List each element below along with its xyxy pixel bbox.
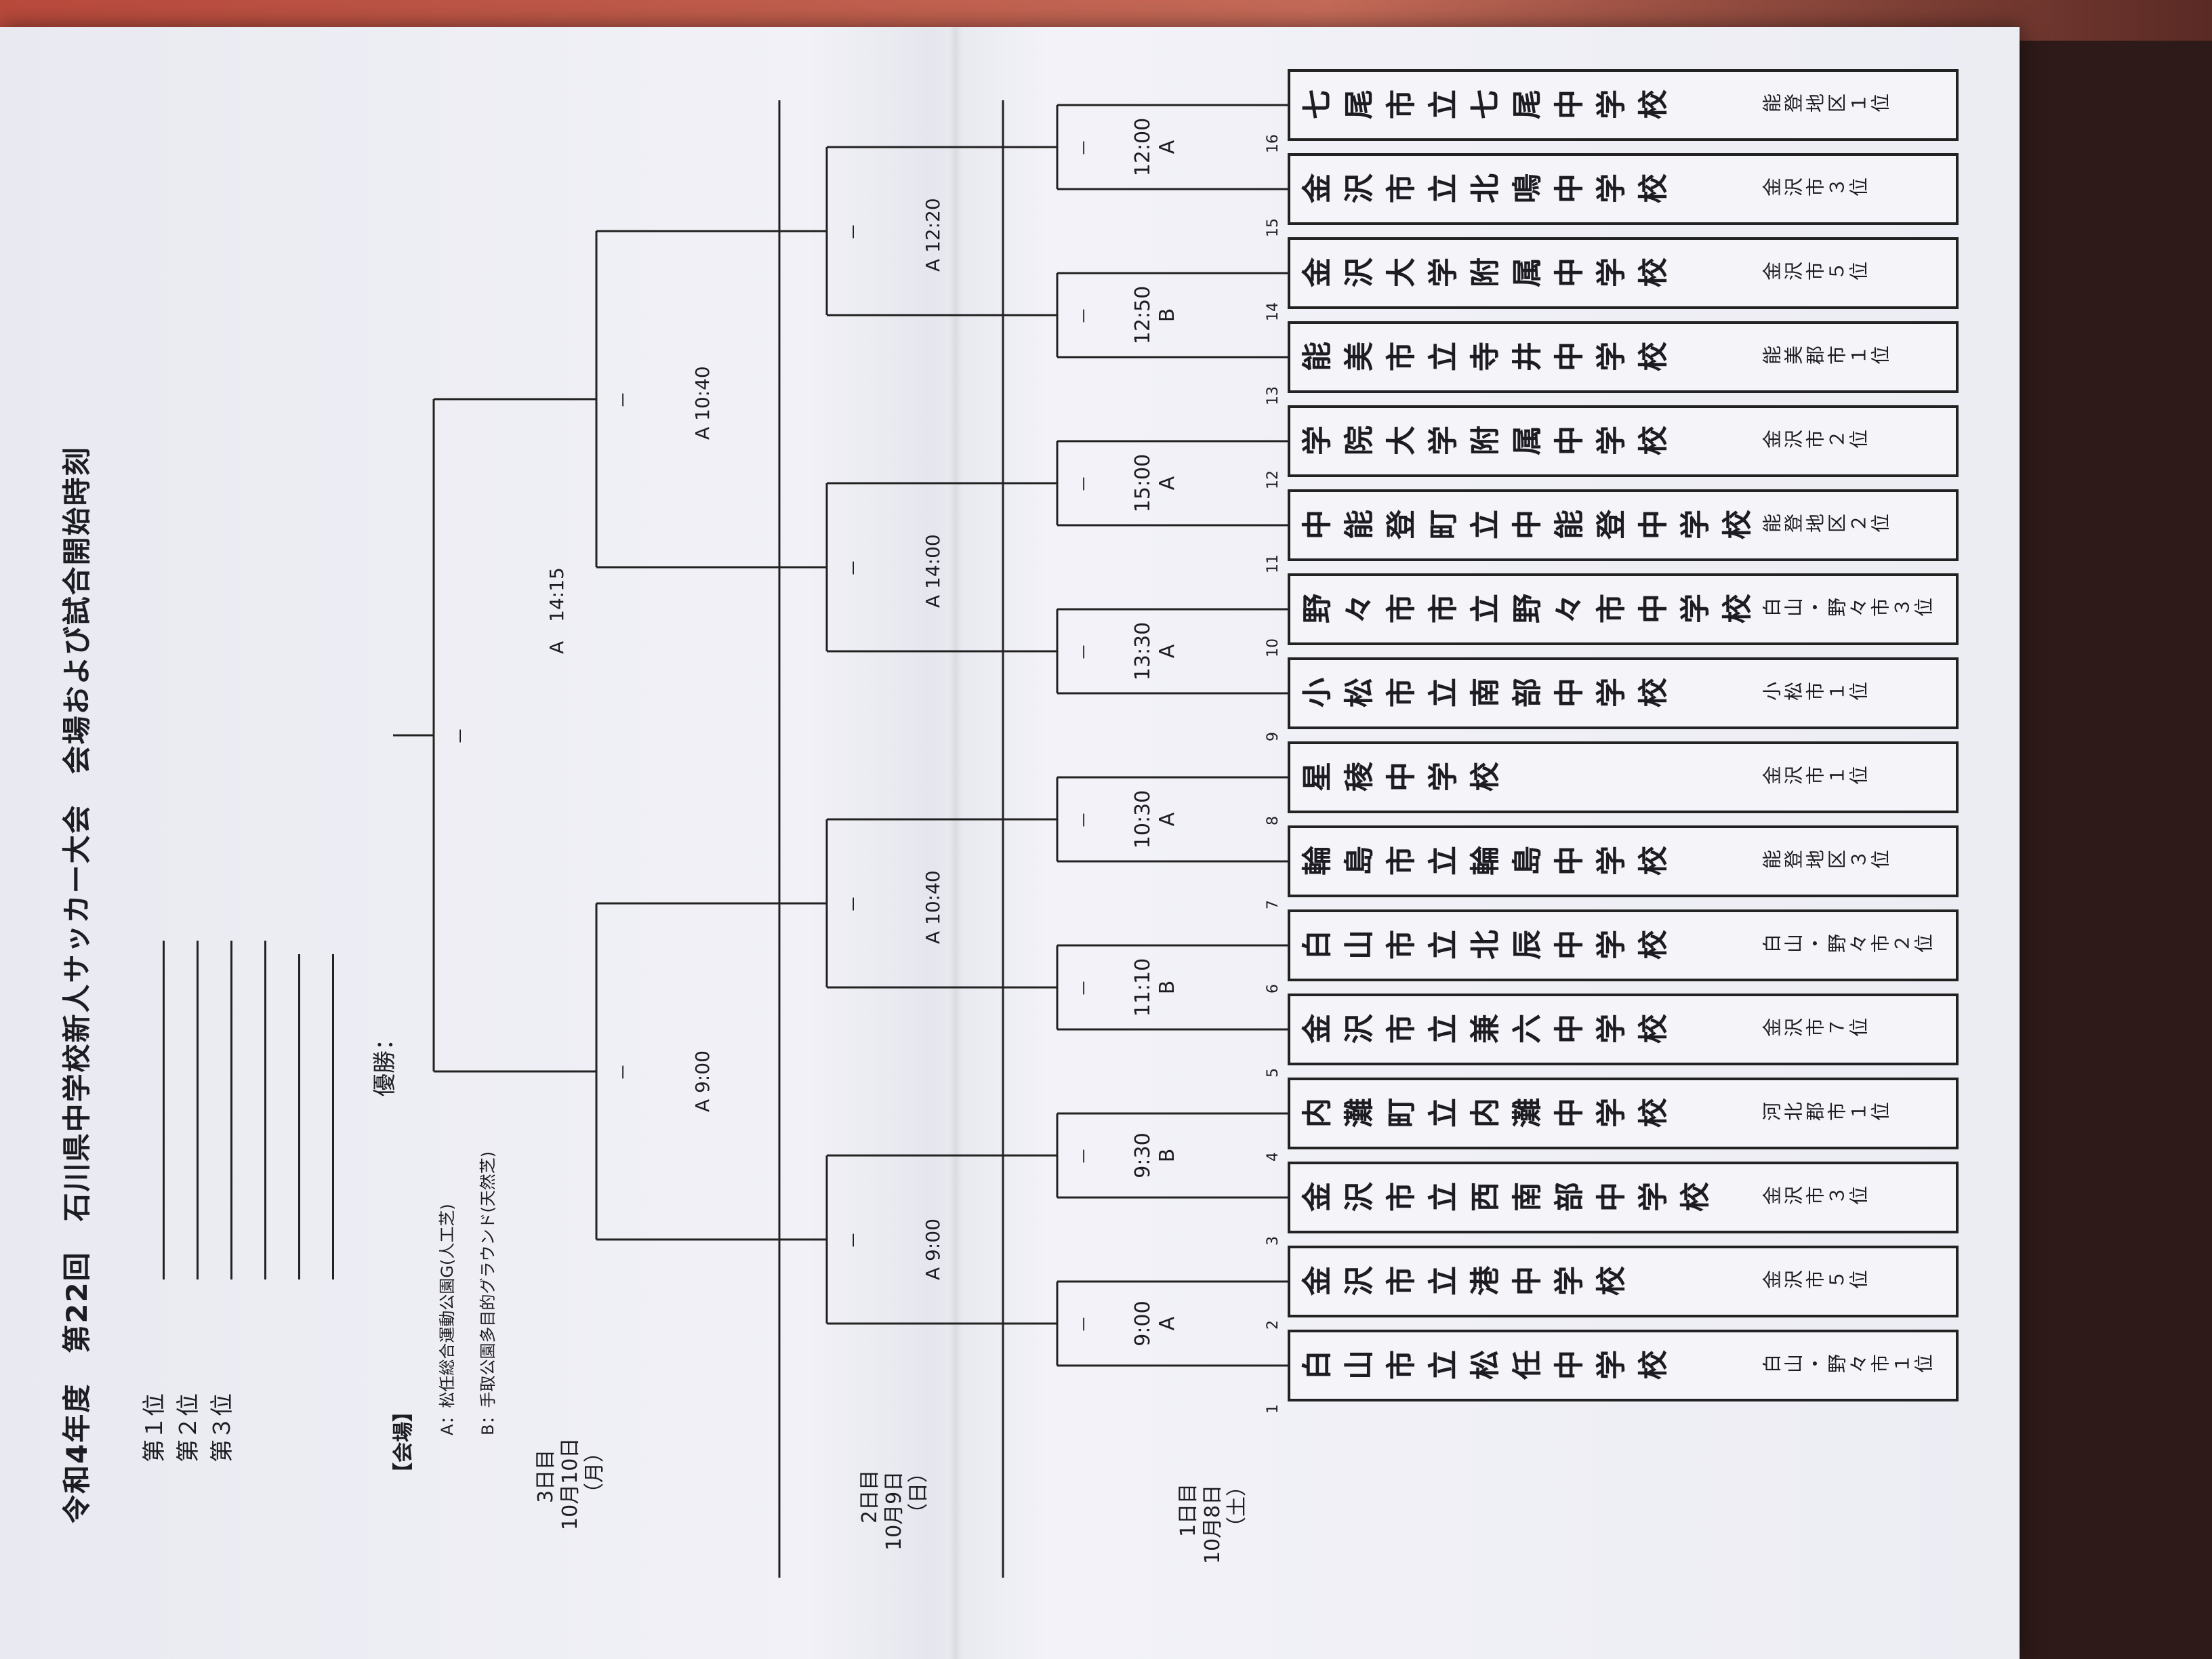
score-mark: － [1075,306,1095,325]
school-name: 星稜中学校 [1301,762,1511,797]
school-region: 金沢市１位 [1762,765,1870,787]
seed-number: 2 [1265,1320,1282,1330]
school-region: 金沢市５位 [1762,1269,1870,1292]
school-name: 内灘町立内灘中学校 [1301,1099,1679,1133]
seed-number: 15 [1265,218,1282,237]
score-mark: － [1075,474,1095,493]
match-time: 13:30 [1131,621,1155,681]
school-region: 能登地区２位 [1762,513,1892,535]
match-venue: B [1155,1148,1179,1163]
school-name: 金沢市立西南部中学校 [1301,1183,1721,1217]
score-mark: － [844,1231,865,1249]
school-name: 中能登町立中能登中学校 [1301,510,1763,545]
seed-number: 4 [1265,1152,1282,1162]
school-region: 河北郡市１位 [1762,1101,1892,1124]
score-mark: － [1075,642,1095,661]
score-mark: － [451,726,472,745]
school-region: 金沢市５位 [1762,261,1870,283]
match-venue: A [1155,1316,1179,1331]
school-name: 能美市立寺井中学校 [1301,342,1679,377]
seed-number: 12 [1265,470,1282,489]
match-venue: A [1155,140,1179,155]
school-name: 金沢市立兼六中学校 [1301,1015,1679,1049]
match-time: 12:50 [1131,285,1155,345]
seed-number: 13 [1265,386,1282,405]
school-name: 白山市立松任中学校 [1301,1351,1679,1385]
match-time: 11:10 [1131,958,1155,1017]
school-name: 金沢市立港中学校 [1301,1267,1637,1301]
seed-number: 10 [1265,638,1282,657]
school-name: 学院大学附属中学校 [1301,426,1679,461]
seed-number: 5 [1265,1068,1282,1078]
score-mark: － [1075,1147,1095,1165]
school-region: 白山・野々市２位 [1762,933,1936,956]
semi-time: A 10:40 [691,366,714,440]
seed-number: 9 [1265,732,1282,741]
seed-number: 6 [1265,984,1282,994]
school-name: 白山市立北辰中学校 [1301,930,1679,965]
match-venue: A [1155,476,1179,491]
match-venue: B [1155,308,1179,323]
school-region: 能美郡市１位 [1762,345,1892,367]
school-region: 金沢市２位 [1762,429,1870,451]
seed-number: 3 [1265,1236,1282,1246]
school-name: 金沢大学附属中学校 [1301,258,1679,293]
background-table [2006,41,2212,1659]
seed-number: 16 [1265,134,1282,153]
match-time: 12:00 [1131,117,1155,177]
match-venue: B [1155,980,1179,995]
school-name: 七尾市立七尾中学校 [1301,90,1679,125]
match-time: 9:30 [1131,1132,1155,1179]
school-region: 能登地区１位 [1762,93,1892,115]
school-region: 金沢市３位 [1762,177,1870,199]
round2-time: A 12:20 [922,198,944,272]
score-mark: － [844,222,865,241]
school-region: 能登地区３位 [1762,849,1892,872]
score-mark: － [1075,138,1095,157]
score-mark: － [844,558,865,577]
school-name: 小松市立南部中学校 [1301,678,1679,713]
school-region: 金沢市３位 [1762,1185,1870,1208]
match-time: 15:00 [1131,453,1155,513]
score-mark: － [844,895,865,913]
score-mark: － [1075,1315,1095,1333]
score-mark: － [1075,811,1095,829]
school-name: 野々市市立野々市中学校 [1301,594,1763,629]
match-venue: A [1155,644,1179,659]
school-name: 輪島市立輪島中学校 [1301,846,1679,881]
school-region: 金沢市７位 [1762,1017,1870,1040]
seed-number: 8 [1265,816,1282,825]
round2-time: A 14:00 [922,534,944,608]
round2-time: A 10:40 [922,870,944,944]
school-region: 小松市１位 [1762,681,1870,703]
seed-number: 7 [1265,900,1282,909]
school-name: 金沢市立北鳴中学校 [1301,174,1679,209]
final-time: A 14:15 [546,567,568,654]
score-mark: － [614,1063,634,1081]
seed-number: 14 [1265,302,1282,321]
round2-time: A 9:00 [922,1218,944,1280]
paper-fold [949,27,962,1659]
match-venue: A [1155,812,1179,827]
match-time: 9:00 [1131,1300,1155,1347]
school-region: 白山・野々市３位 [1762,597,1936,619]
seed-number: 1 [1265,1404,1282,1414]
score-mark: － [614,390,634,409]
school-region: 白山・野々市１位 [1762,1353,1936,1376]
score-mark: － [1075,979,1095,997]
seed-number: 11 [1265,554,1282,573]
semi-time: A 9:00 [691,1050,714,1112]
match-time: 10:30 [1131,790,1155,849]
